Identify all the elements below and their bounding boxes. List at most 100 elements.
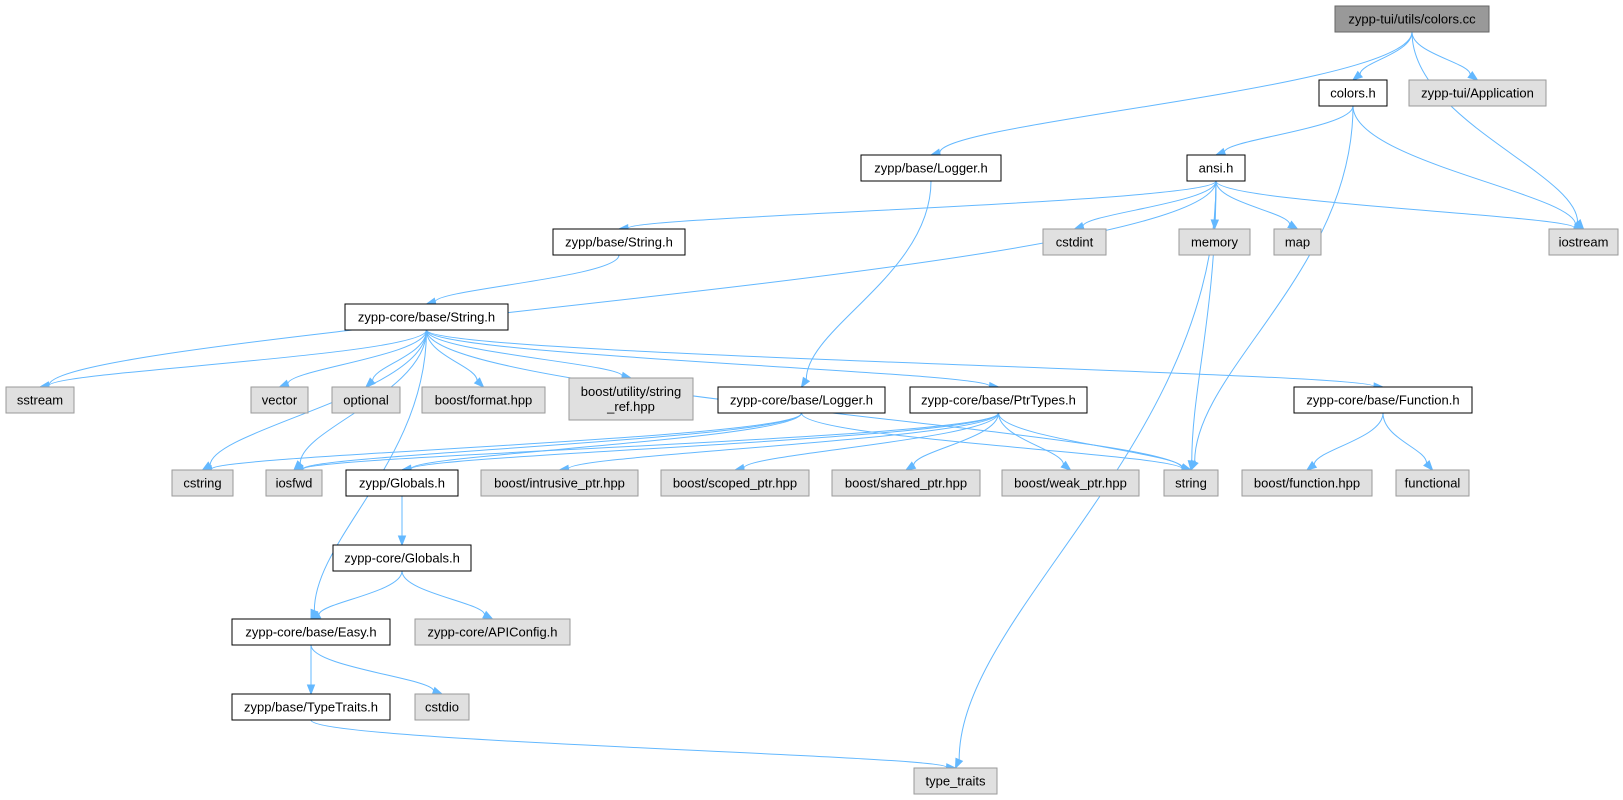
node-label: zypp/base/Logger.h bbox=[874, 161, 987, 176]
edge-ptrtypes-to-string bbox=[998, 412, 1193, 472]
node-globals[interactable]: zypp/Globals.h bbox=[345, 469, 459, 497]
edge-easy-to-cstdio bbox=[310, 644, 444, 695]
node-cstdio: cstdio bbox=[414, 693, 470, 721]
edge-core_logger-to-string bbox=[801, 412, 1193, 473]
node-bintrusive: boost/intrusive_ptr.hpp bbox=[480, 469, 639, 497]
edge-colors_h-to-iostream bbox=[1352, 105, 1585, 230]
node-label: type_traits bbox=[926, 774, 986, 789]
edge-function-to-bfunction bbox=[1305, 412, 1384, 471]
node-core-globals[interactable]: zypp-core/Globals.h bbox=[332, 544, 472, 572]
edge-function-to-functional bbox=[1382, 412, 1434, 472]
node-label: iostream bbox=[1559, 235, 1609, 250]
edge-globals-to-core_globals bbox=[397, 496, 407, 547]
node-label: boost/utility/string_ref.hpp bbox=[581, 384, 681, 414]
node-label: cstdio bbox=[425, 700, 459, 715]
edge-core_string-to-vector bbox=[278, 329, 427, 388]
node-label: ansi.h bbox=[1199, 161, 1234, 176]
edge-ansi-to-string bbox=[1187, 180, 1217, 472]
node-bscoped: boost/scoped_ptr.hpp bbox=[660, 469, 810, 497]
node-string: string bbox=[1163, 469, 1219, 497]
node-sstream: sstream bbox=[5, 386, 75, 414]
node-label: boost/shared_ptr.hpp bbox=[845, 476, 967, 491]
edge-core_globals-to-apiconfig bbox=[401, 570, 494, 620]
node-app: zypp-tui/Application bbox=[1408, 79, 1547, 107]
node-apiconfig: zypp-core/APIConfig.h bbox=[414, 618, 571, 646]
node-function[interactable]: zypp-core/base/Function.h bbox=[1293, 386, 1473, 414]
node-colors-h[interactable]: colors.h bbox=[1318, 79, 1388, 107]
node-label: string bbox=[1175, 476, 1207, 491]
edge-ansi-to-type_traits bbox=[954, 180, 1217, 770]
node-ptrtypes[interactable]: zypp-core/base/PtrTypes.h bbox=[909, 386, 1088, 414]
node-label: zypp-core/Globals.h bbox=[344, 551, 460, 566]
node-layer: zypp-tui/utils/colors.cc colors.h zypp-tui… bbox=[5, 5, 1619, 795]
node-easy[interactable]: zypp-core/base/Easy.h bbox=[231, 618, 391, 646]
edge-ptrtypes-to-iosfwd bbox=[292, 412, 999, 474]
edge-core_string-to-bformat bbox=[426, 329, 485, 388]
edge-core_logger-to-cstring bbox=[201, 412, 802, 474]
edge-core_string-to-ptrtypes bbox=[426, 329, 1000, 391]
node-root: zypp-tui/utils/colors.cc bbox=[1334, 5, 1490, 33]
node-iosfwd: iosfwd bbox=[265, 469, 323, 497]
node-label: optional bbox=[343, 393, 389, 408]
node-cstdint: cstdint bbox=[1042, 228, 1107, 256]
node-core-logger[interactable]: zypp-core/base/Logger.h bbox=[717, 386, 886, 414]
edge-ansi-to-cstdint bbox=[1073, 180, 1217, 230]
edge-root-to-colors_h bbox=[1351, 31, 1413, 81]
node-string-h[interactable]: zypp/base/String.h bbox=[552, 228, 686, 256]
node-bstrref: boost/utility/string_ref.hpp bbox=[568, 377, 694, 421]
node-label: functional bbox=[1405, 476, 1461, 491]
edge-root-to-app bbox=[1411, 31, 1479, 81]
node-label: zypp-tui/Application bbox=[1421, 86, 1534, 101]
node-label: zypp-core/base/Logger.h bbox=[730, 393, 873, 408]
node-bformat: boost/format.hpp bbox=[421, 386, 546, 414]
edge-typetraits_h-to-type_traits bbox=[310, 719, 957, 772]
edge-easy-to-typetraits_h bbox=[306, 645, 316, 696]
node-label: zypp-core/base/String.h bbox=[358, 310, 495, 325]
node-label: zypp-core/base/PtrTypes.h bbox=[921, 393, 1076, 408]
node-functional: functional bbox=[1395, 469, 1470, 497]
node-label: zypp-core/base/Easy.h bbox=[245, 625, 376, 640]
node-label: boost/scoped_ptr.hpp bbox=[673, 476, 797, 491]
edge-ptrtypes-to-bshared bbox=[904, 412, 999, 471]
node-label: vector bbox=[262, 393, 298, 408]
node-label: cstring bbox=[183, 476, 221, 491]
node-label: zypp/base/String.h bbox=[565, 235, 673, 250]
node-bshared: boost/shared_ptr.hpp bbox=[831, 469, 981, 497]
node-label: zypp/base/TypeTraits.h bbox=[244, 700, 378, 715]
edge-ansi-to-iostream bbox=[1215, 180, 1585, 232]
node-core-string[interactable]: zypp-core/base/String.h bbox=[344, 303, 509, 331]
node-ansi[interactable]: ansi.h bbox=[1186, 154, 1246, 182]
node-label: iosfwd bbox=[276, 476, 313, 491]
edge-core_string-to-sstream bbox=[38, 329, 427, 390]
edge-logger-to-core_logger bbox=[800, 180, 932, 389]
node-label: sstream bbox=[17, 393, 63, 408]
node-label: colors.h bbox=[1330, 86, 1376, 101]
node-logger[interactable]: zypp/base/Logger.h bbox=[860, 154, 1002, 182]
node-type-traits: type_traits bbox=[913, 767, 998, 795]
edge-colors_h-to-ansi bbox=[1214, 105, 1354, 156]
edge-ansi-to-string_h bbox=[617, 180, 1217, 233]
node-label: zypp-core/APIConfig.h bbox=[427, 625, 557, 640]
edge-ptrtypes-to-bweak bbox=[998, 412, 1072, 471]
node-label: boost/function.hpp bbox=[1254, 476, 1360, 491]
edge-core_string-to-optional bbox=[364, 329, 427, 388]
node-map: map bbox=[1273, 228, 1322, 256]
node-label: boost/format.hpp bbox=[435, 393, 533, 408]
node-vector: vector bbox=[250, 386, 309, 414]
node-typetraits-h[interactable]: zypp/base/TypeTraits.h bbox=[231, 693, 391, 721]
node-optional: optional bbox=[331, 386, 401, 414]
edge-ansi-to-map bbox=[1215, 180, 1299, 230]
node-bfunction: boost/function.hpp bbox=[1241, 469, 1373, 497]
node-iostream: iostream bbox=[1548, 228, 1619, 256]
edge-ansi-to-sstream bbox=[38, 180, 1217, 390]
edge-core_globals-to-easy bbox=[309, 570, 403, 620]
node-label: zypp-tui/utils/colors.cc bbox=[1348, 12, 1476, 27]
edge-string_h-to-core_string bbox=[425, 254, 620, 306]
node-memory: memory bbox=[1178, 228, 1251, 256]
node-label: zypp-core/base/Function.h bbox=[1306, 393, 1459, 408]
node-bweak: boost/weak_ptr.hpp bbox=[1001, 469, 1140, 497]
edge-root-to-iostream bbox=[1411, 31, 1585, 231]
node-label: zypp/Globals.h bbox=[359, 476, 445, 491]
node-label: boost/weak_ptr.hpp bbox=[1014, 476, 1127, 491]
